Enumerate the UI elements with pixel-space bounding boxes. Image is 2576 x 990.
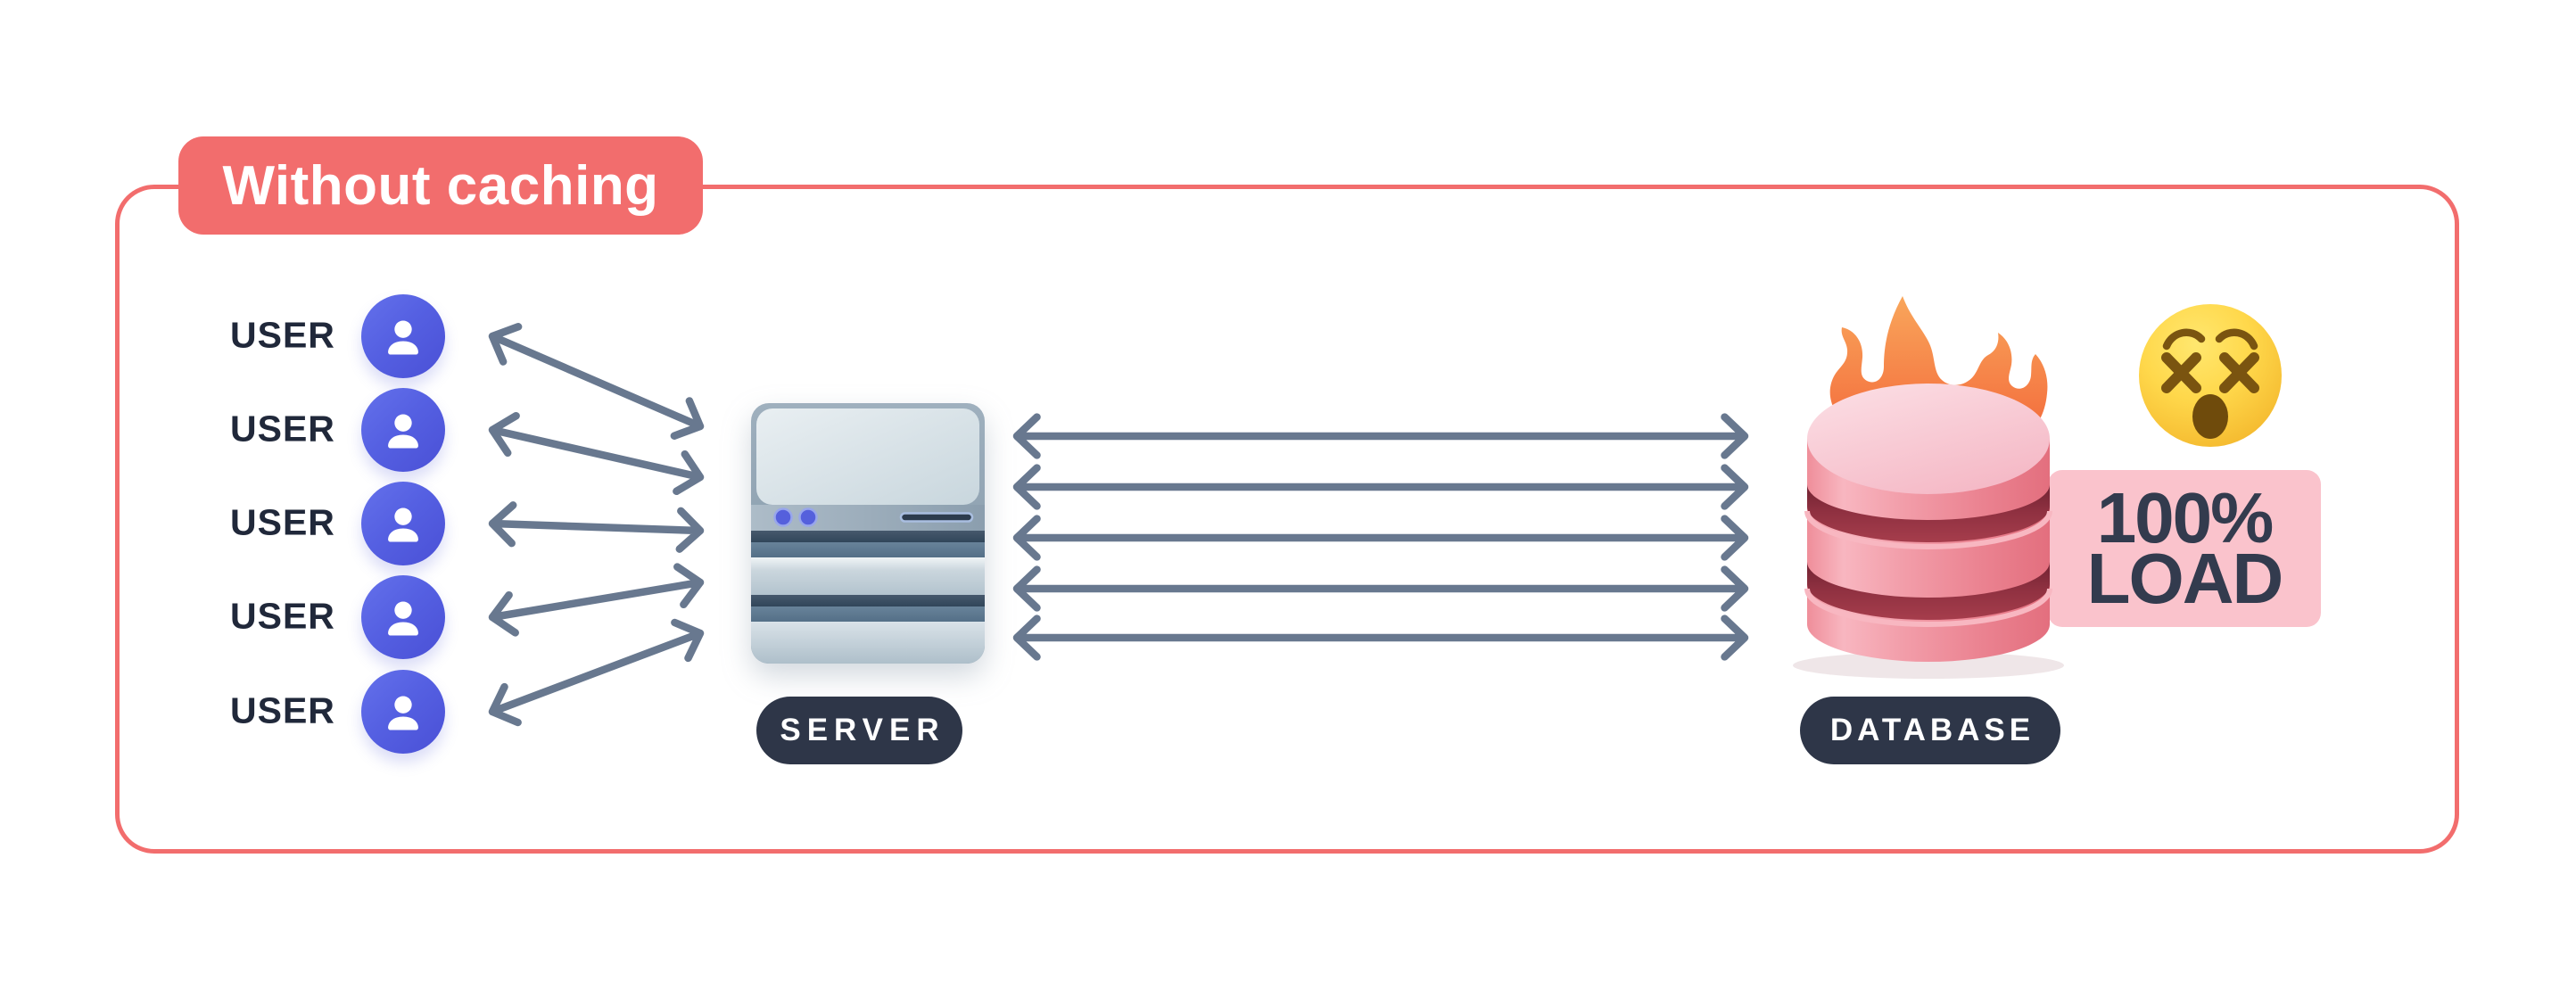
database-label-text: DATABASE bbox=[1829, 713, 2035, 747]
user-label: USER bbox=[230, 501, 335, 543]
load-percent: 100% bbox=[2096, 478, 2275, 557]
load-word: LOAD bbox=[2086, 539, 2284, 618]
emoji-eyebrows bbox=[2162, 328, 2258, 351]
user-label: USER bbox=[230, 595, 335, 637]
user-avatar-icon bbox=[361, 482, 445, 565]
database-on-fire-icon bbox=[1793, 296, 2064, 679]
diagram-frame bbox=[115, 185, 2459, 854]
database-cylinder-icon bbox=[1804, 384, 2052, 662]
user-label: USER bbox=[230, 314, 335, 356]
load-badge: 100% LOAD bbox=[2048, 470, 2321, 627]
title-text: Without caching bbox=[222, 154, 659, 217]
user-avatar-icon bbox=[361, 670, 445, 754]
emoji-mouth bbox=[2192, 394, 2228, 439]
server-icon bbox=[751, 403, 985, 664]
user-avatar-icon bbox=[361, 388, 445, 472]
database-label-pill: DATABASE bbox=[1800, 697, 2060, 764]
server-led-icon bbox=[773, 507, 793, 527]
user-avatar-icon bbox=[361, 294, 445, 378]
dizzy-face-emoji bbox=[2139, 304, 2282, 447]
emoji-x-eyes bbox=[2161, 352, 2259, 393]
server-slot-icon bbox=[899, 512, 974, 523]
user-label: USER bbox=[230, 689, 335, 731]
user-label: USER bbox=[230, 408, 335, 450]
server-label-pill: SERVER bbox=[756, 697, 962, 764]
title-badge: Without caching bbox=[178, 136, 703, 235]
server-led-icon bbox=[798, 507, 818, 527]
user-avatar-icon bbox=[361, 575, 445, 659]
server-label-text: SERVER bbox=[780, 713, 945, 747]
